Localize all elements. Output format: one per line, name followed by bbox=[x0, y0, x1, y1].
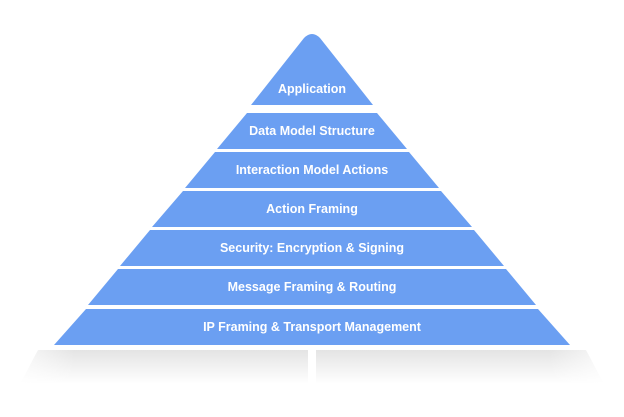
layer-interaction-model-actions-shape bbox=[185, 152, 439, 188]
layer-label-action-framing: Action Framing bbox=[266, 202, 358, 216]
pyramid-base-fade bbox=[0, 348, 624, 388]
pyramid-base bbox=[0, 348, 624, 388]
layer-ip-framing-transport-shape bbox=[54, 309, 570, 345]
layer-label-security: Security: Encryption & Signing bbox=[220, 241, 404, 255]
layer-security-shape bbox=[120, 230, 504, 266]
layer-data-model-structure-shape bbox=[217, 113, 407, 149]
layer-action-framing-shape bbox=[152, 191, 472, 227]
pyramid-labels: Application Data Model Structure Interac… bbox=[203, 82, 422, 334]
layer-label-application: Application bbox=[278, 82, 346, 96]
layer-message-framing-routing-shape bbox=[88, 269, 536, 305]
pyramid-layers bbox=[54, 34, 570, 345]
layer-label-message-framing-routing: Message Framing & Routing bbox=[228, 280, 397, 294]
layer-label-interaction-model-actions: Interaction Model Actions bbox=[236, 163, 388, 177]
layer-label-data-model-structure: Data Model Structure bbox=[249, 124, 375, 138]
layer-application-shape bbox=[251, 34, 373, 105]
layer-label-ip-framing-transport: IP Framing & Transport Management bbox=[203, 320, 422, 334]
